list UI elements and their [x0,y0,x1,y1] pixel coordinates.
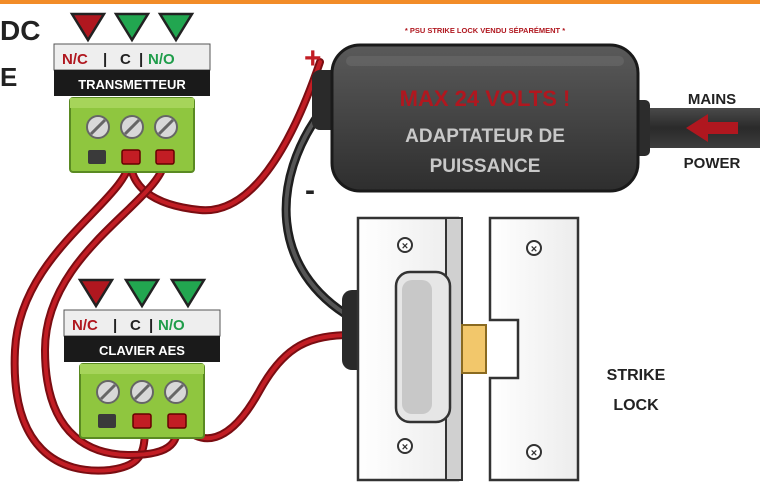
transmitter-nc-label: N/C [62,51,88,68]
mains-arrow [686,114,738,142]
adapter-label-line1: ADAPTATEUR DE [405,126,565,147]
adapter-label-line2: PUISSANCE [430,156,541,177]
transmitter-sep2: | [139,51,143,68]
power-adapter: MAX 24 VOLTS ! ADAPTATEUR DE PUISSANCE [312,43,640,193]
keypad-nc-label: N/C [72,317,98,334]
strike-label-line1: STRIKE [607,367,666,384]
door-screw-top [526,240,542,256]
transmitter-no-triangle [157,12,195,43]
door-screw-bottom [526,444,542,460]
mains-label-bottom: POWER [684,155,741,172]
red-wire-transmitter-no-to-keypad-no [40,154,182,460]
adapter-note: * PSU STRIKE LOCK VENDU SÉPARÉMENT * [405,26,565,35]
svg-text:×: × [531,244,537,256]
svg-text:×: × [402,241,408,253]
strike-lock: × × × × [342,216,580,482]
header-fragment-line1: DC [0,15,40,46]
keypad-no-label: N/O [158,317,185,334]
adapter-plus-sign: + [304,42,322,75]
red-wire-transmitter-to-keypad [10,154,149,475]
header-fragment-line2: E [0,62,17,92]
strike-label-line2: LOCK [613,397,659,414]
keypad-name: CLAVIER AES [99,343,185,358]
keypad-sep2: | [149,317,153,334]
transmitter-c-triangle [113,12,151,43]
red-wire-adapter-to-transmitter [126,58,324,215]
adapter-minus-sign: - [305,174,315,207]
svg-text:×: × [531,448,537,460]
svg-text:×: × [402,442,408,454]
keypad-sep1: | [113,317,117,334]
keypad-nc-triangle [77,278,115,309]
transmitter-c-label: C [120,51,131,68]
transmitter-block: N/C | C | N/O TRANSMETTEUR [53,12,211,173]
transmitter-name: TRANSMETTEUR [78,77,186,92]
keypad-c-triangle [123,278,161,309]
adapter-warning: MAX 24 VOLTS ! [400,86,571,111]
mains-label-top: MAINS [688,91,736,108]
keypad-no-triangle [169,278,207,309]
strike-bolt [461,324,487,374]
top-accent-bar [0,0,760,4]
transmitter-no-label: N/O [148,51,175,68]
strike-screw-bottom [397,438,413,454]
transmitter-nc-triangle [69,12,107,43]
keypad-block: N/C | C | N/O CLAVIER AES [63,278,221,439]
transmitter-sep1: | [103,51,107,68]
strike-screw-top [397,237,413,253]
strike-door-plate [488,216,580,482]
keypad-c-label: C [130,317,141,334]
